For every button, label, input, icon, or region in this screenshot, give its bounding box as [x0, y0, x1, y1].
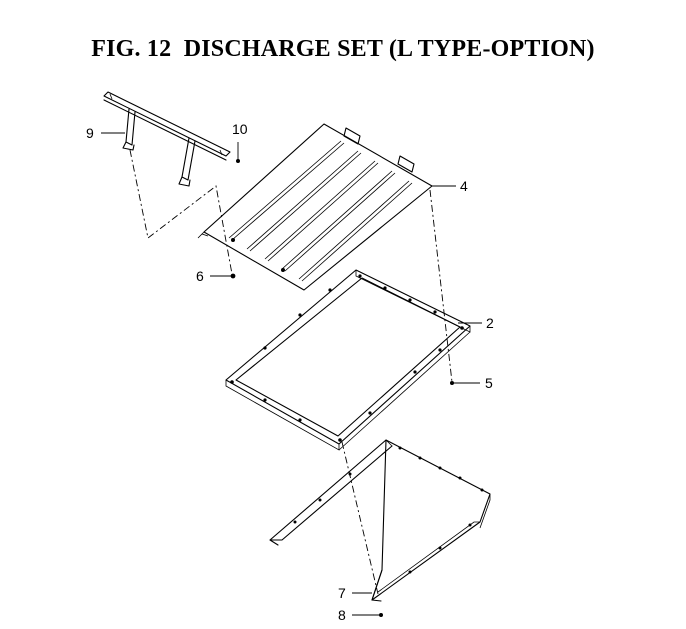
callout-6: 6	[196, 268, 204, 284]
callout-8: 8	[338, 607, 346, 623]
callout-5: 5	[485, 375, 493, 391]
figure-title: FIG. 12 DISCHARGE SET (L TYPE-OPTION)	[91, 36, 595, 62]
projection-lines	[129, 149, 453, 595]
callout-10: 10	[232, 121, 248, 137]
callout-2: 2	[486, 315, 494, 331]
callout-leaders	[101, 132, 482, 617]
part-chute	[269, 439, 491, 602]
part-9-bracket	[103, 91, 231, 187]
callout-9: 9	[86, 125, 94, 141]
part-4-cover-plate	[197, 123, 433, 291]
callout-4: 4	[460, 178, 468, 194]
part-2-frame	[225, 269, 471, 451]
callout-7: 7	[338, 585, 346, 601]
